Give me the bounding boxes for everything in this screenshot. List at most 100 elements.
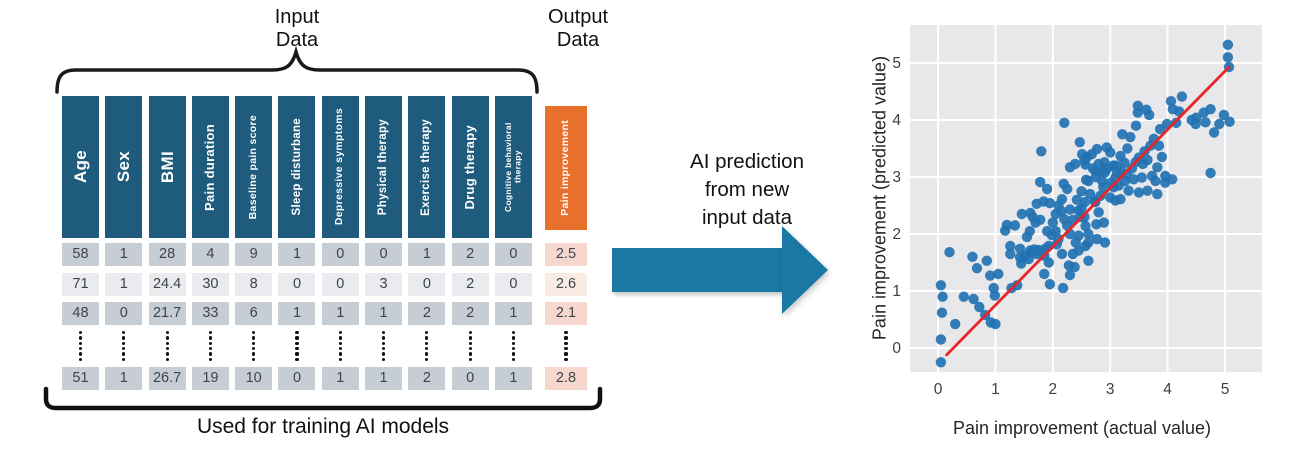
ellipsis-dots: [495, 330, 532, 362]
table-cell: 0: [321, 273, 359, 296]
column-header-label: Depressive symptoms: [333, 108, 346, 226]
scatter-point: [1176, 91, 1188, 102]
column-header-label: Sleep disturbane: [290, 118, 303, 216]
scatter-point: [1123, 185, 1134, 196]
table-cell: 26.7: [148, 367, 186, 390]
y-tick-label: 5: [892, 55, 901, 72]
scatter-point: [1093, 207, 1104, 218]
scatter-point: [1132, 107, 1143, 118]
scatter-point: [981, 255, 992, 266]
scatter-point: [958, 291, 969, 302]
scatter-point: [1039, 268, 1050, 280]
scatter-point: [1191, 112, 1202, 123]
scatter-point: [1005, 240, 1016, 252]
scatter-point: [1098, 217, 1110, 228]
scatter-point: [1208, 127, 1220, 138]
table-cell: 1: [408, 243, 446, 266]
brace-layer: [43, 45, 603, 411]
output-cell: 2.1: [544, 302, 587, 325]
table-cell: 8: [235, 273, 273, 296]
table-cell: 2: [451, 302, 489, 325]
training-caption: Used for training AI models: [196, 415, 450, 438]
scatter-point: [1156, 151, 1168, 163]
table-cell: 1: [365, 302, 403, 325]
column-header: Physical therapy: [365, 96, 403, 238]
column-header-label: Sex: [114, 151, 134, 183]
y-tick-label: 3: [892, 169, 901, 186]
column-header-label: Age: [70, 150, 90, 184]
scatter-point: [1050, 226, 1061, 237]
scatter-point: [1056, 248, 1068, 260]
scatter-point: [1165, 96, 1177, 107]
scatter-point: [1200, 117, 1211, 128]
table-cell: 48: [62, 302, 99, 325]
scatter-point: [1016, 258, 1027, 269]
x-tick-label: 4: [1163, 381, 1172, 398]
scatter-point: [1079, 196, 1091, 208]
column-header: Baseline pain score: [235, 96, 273, 238]
scatter-point: [1079, 211, 1090, 223]
ellipsis-dots: [105, 330, 142, 362]
scatter-point: [1105, 147, 1116, 158]
column-header-label: Baseline pain score: [246, 114, 259, 220]
scatter-point: [1001, 219, 1013, 231]
column-header: BMI: [148, 96, 186, 238]
scatter-point: [1005, 248, 1016, 260]
input-data-label-line2: Data: [275, 29, 319, 51]
arrow-right-icon: [782, 226, 828, 314]
y-tick-label: 1: [892, 283, 901, 300]
ellipsis-dots: [149, 330, 186, 362]
ai-prediction-label-line3: input data: [701, 206, 793, 229]
scatter-point: [1070, 158, 1081, 170]
table-cell: 1: [365, 367, 403, 390]
x-tick-label: 3: [1106, 381, 1115, 398]
ellipsis-row: [62, 330, 587, 362]
scatter-point: [1167, 174, 1178, 185]
table-cell: 58: [62, 243, 99, 266]
training-bracket: [43, 386, 603, 411]
y-tick-label: 4: [892, 112, 901, 129]
table-cell: 0: [278, 273, 316, 296]
scatter-point: [1224, 116, 1235, 127]
scatter-point: [1080, 220, 1091, 232]
table-cell: 1: [494, 302, 532, 325]
scatter-point: [1119, 157, 1130, 168]
regression-line: [945, 65, 1231, 357]
table-cell: 1: [321, 367, 359, 390]
column-header: Sleep disturbane: [278, 96, 316, 238]
scatter-point: [968, 293, 979, 305]
scatter-point: [1091, 233, 1103, 245]
scatter-point: [1152, 162, 1163, 173]
table-cell: 24.4: [148, 273, 186, 296]
scatter-point: [1062, 183, 1073, 195]
table-cell: 2: [408, 302, 446, 325]
table-cell: 0: [451, 367, 489, 390]
column-header-label: Cognitive behavioral therapy: [502, 122, 523, 212]
table-cell: 21.7: [148, 302, 186, 325]
table-cell: 19: [191, 367, 229, 390]
column-header-label: Exercise therapy: [420, 118, 433, 216]
scatter-point: [1074, 137, 1085, 148]
scatter-point: [1024, 226, 1035, 237]
scatter-point: [1064, 269, 1076, 281]
table-cell: 6: [235, 302, 273, 325]
table-cell: 1: [105, 367, 143, 390]
column-header-label: BMI: [157, 150, 177, 184]
table-cell: 30: [191, 273, 229, 296]
scatter-point: [1044, 198, 1056, 209]
ai-prediction-label: AI prediction from new input data: [642, 148, 852, 232]
scatter-point: [1070, 237, 1081, 248]
scatter-point: [1083, 237, 1094, 248]
scatter-point: [1071, 194, 1083, 205]
scatter-point: [1036, 146, 1047, 157]
scatter-point: [950, 318, 961, 330]
scatter-point: [1218, 109, 1230, 121]
scatter-point: [1067, 248, 1079, 260]
scatter-point: [1133, 187, 1145, 198]
input-data-brace: [55, 45, 539, 94]
